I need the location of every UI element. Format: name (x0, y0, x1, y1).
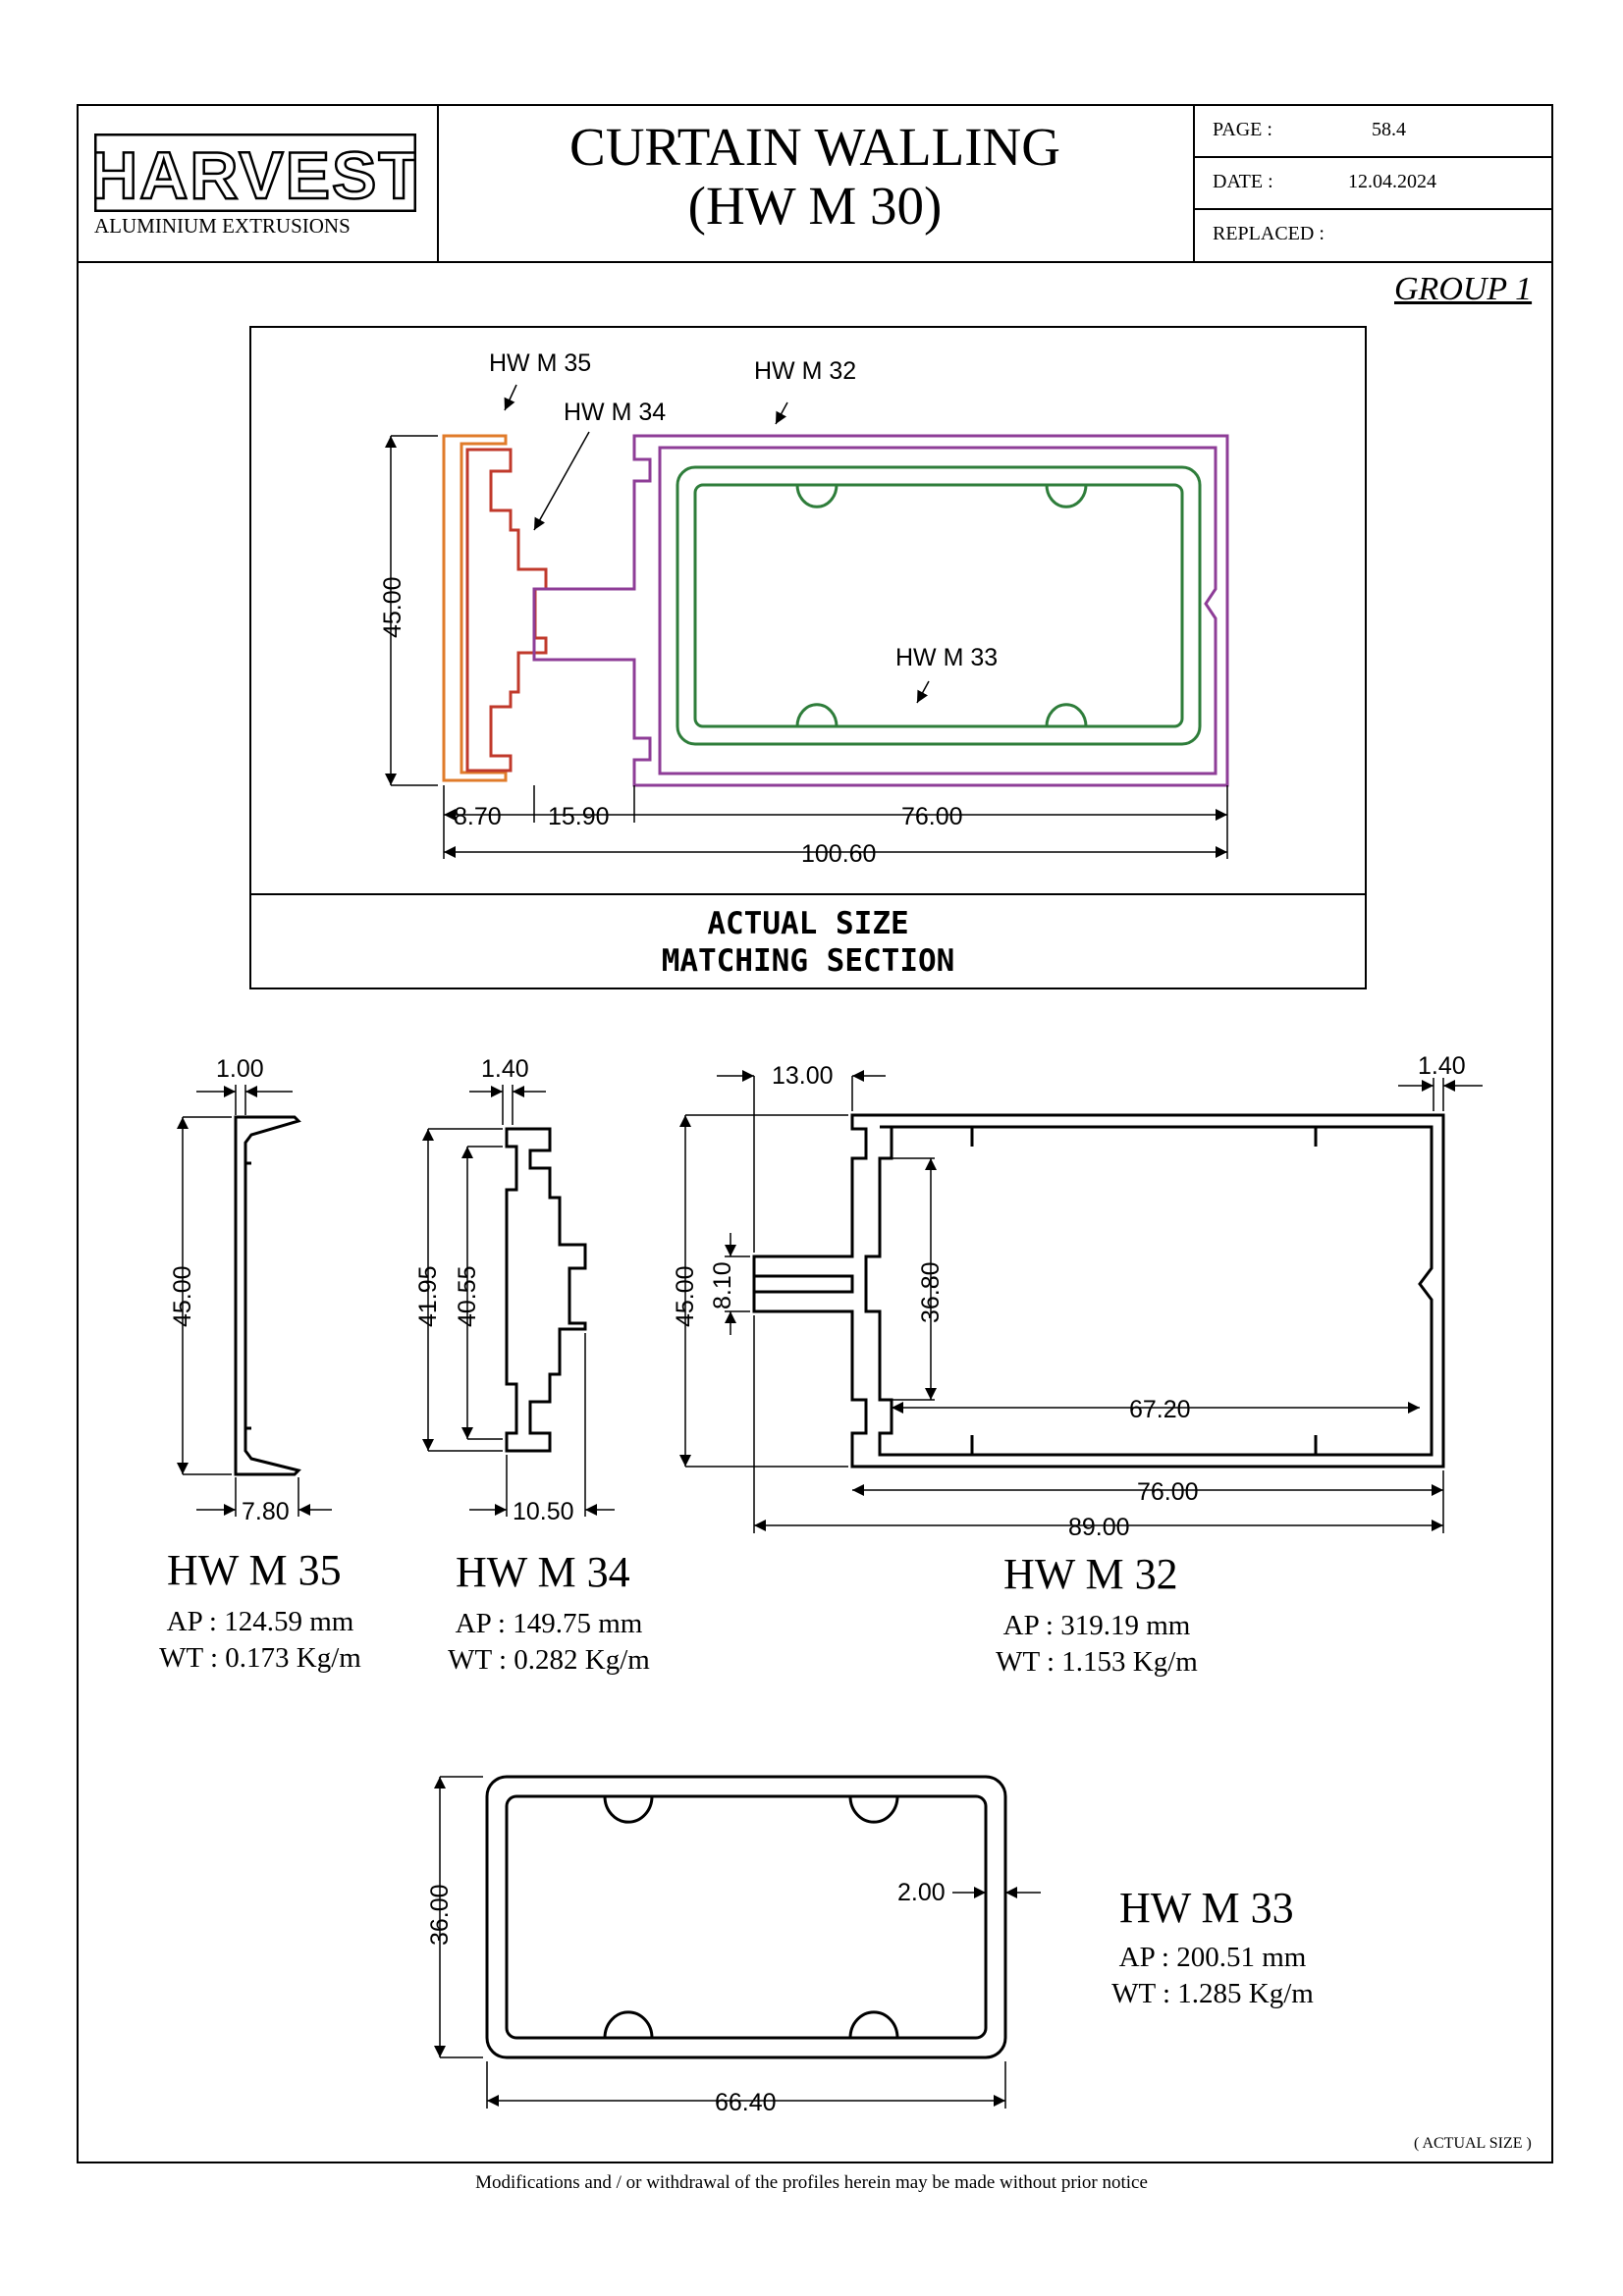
hw-m-33-inner (693, 483, 1184, 728)
title-line-1: CURTAIN WALLING (569, 117, 1060, 177)
hw-m-34-dim-bottom: 10.50 (513, 1498, 574, 1525)
hw-m-34-ap: AP : 149.75 mm (455, 1608, 643, 1639)
callout-hw-m-33: HW M 33 (895, 644, 998, 671)
hw-m-34-wt: WT : 0.282 Kg/m (448, 1644, 650, 1676)
match-height-dim: 45.00 (379, 576, 406, 638)
hw-m-34-dim-top: 1.40 (481, 1055, 529, 1083)
caption-line-2: MATCHING SECTION (661, 943, 955, 979)
match-dim-76-00: 76.00 (901, 803, 963, 830)
matching-assembly (442, 434, 1229, 787)
callout-hw-m-35: HW M 35 (489, 349, 591, 377)
header: HARVEST ALUMINIUM EXTRUSIONS CURTAIN WAL… (77, 104, 1553, 263)
hw-m-32-wt: WT : 1.153 Kg/m (996, 1646, 1198, 1678)
page-frame (77, 104, 1553, 2163)
hw-m-33-outline (676, 465, 1202, 746)
callout-hw-m-34: HW M 34 (564, 399, 666, 426)
matching-section-caption: ACTUAL SIZE MATCHING SECTION (249, 893, 1367, 989)
hw-m-33-dim-width: 66.40 (715, 2089, 777, 2116)
meta-cell: PAGE : 58.4 DATE : 12.04.2024 REPLACED : (1195, 104, 1551, 261)
meta-date: DATE : 12.04.2024 (1195, 156, 1551, 210)
hw-m-33-slots (795, 484, 1088, 727)
hw-m-35-dim-height: 45.00 (169, 1265, 196, 1327)
hw-m-32-inner (658, 446, 1217, 775)
match-dim-15-90: 15.90 (548, 803, 610, 830)
hw-m-32-dim-slot: 8.10 (709, 1261, 736, 1309)
meta-page: PAGE : 58.4 (1195, 104, 1551, 158)
hw-m-35-drawing (234, 1115, 301, 1476)
hw-m-35-outline (442, 434, 508, 782)
meta-replaced: REPLACED : (1213, 223, 1325, 244)
hw-m-35-wt: WT : 0.173 Kg/m (159, 1642, 361, 1674)
hw-m-32-dim-inner-h: 36.80 (917, 1261, 945, 1323)
group-label: GROUP 1 (1394, 271, 1533, 307)
hw-m-33-ap: AP : 200.51 mm (1118, 1942, 1307, 1973)
logo-cell: HARVEST ALUMINIUM EXTRUSIONS (77, 104, 439, 261)
hw-m-32-dim-w2: 89.00 (1068, 1514, 1130, 1541)
hw-m-35-dim-top: 1.00 (216, 1055, 264, 1083)
footer-note: Modifications and / or withdrawal of the… (475, 2172, 1148, 2193)
hw-m-34-drawing (505, 1127, 587, 1453)
callout-hw-m-32: HW M 32 (754, 357, 856, 385)
hw-m-32-name: HW M 32 (1003, 1550, 1178, 1598)
match-dim-8-70: 8.70 (454, 803, 502, 830)
hw-m-32-dim-height: 45.00 (672, 1265, 699, 1327)
hw-m-32-spec: AP : 319.19 mm WT : 1.153 Kg/m (964, 1610, 1229, 1679)
hw-m-33-name: HW M 33 (1119, 1884, 1294, 1932)
hw-m-32-outline (532, 434, 1229, 787)
hw-m-32-dim-w1: 76.00 (1137, 1478, 1199, 1506)
title-line-2: (HW M 30) (687, 176, 943, 236)
hw-m-34-dim-h1: 41.95 (414, 1265, 442, 1327)
hw-m-34-dim-h2: 40.55 (454, 1265, 481, 1327)
hw-m-32-dim-top-right: 1.40 (1418, 1052, 1466, 1080)
hw-m-33-dim-height: 36.00 (426, 1884, 454, 1946)
hw-m-35-spec: AP : 124.59 mm WT : 0.173 Kg/m (128, 1606, 393, 1675)
logo-subtitle: ALUMINIUM EXTRUSIONS (94, 214, 351, 238)
hw-m-33-drawing (485, 1775, 1007, 2059)
hw-m-32-ap: AP : 319.19 mm (1002, 1610, 1191, 1641)
matching-dims (385, 384, 1228, 859)
hw-m-32-drawing (752, 1113, 1445, 1468)
logo-text: HARVEST (94, 138, 416, 212)
hw-m-34-spec: AP : 149.75 mm WT : 0.282 Kg/m (416, 1608, 681, 1677)
hw-m-33-spec: AP : 200.51 mm WT : 1.285 Kg/m (1080, 1942, 1345, 2010)
hw-m-35-name: HW M 35 (167, 1546, 342, 1594)
hw-m-33-wt: WT : 1.285 Kg/m (1111, 1978, 1314, 2009)
harvest-logo: HARVEST (94, 133, 416, 212)
hw-m-34-name: HW M 34 (456, 1548, 630, 1596)
hw-m-35-dim-bottom: 7.80 (242, 1498, 290, 1525)
title-cell: CURTAIN WALLING (HW M 30) (437, 104, 1195, 261)
hw-m-35-ap: AP : 124.59 mm (166, 1606, 354, 1637)
caption-line-1: ACTUAL SIZE (707, 906, 909, 941)
hw-m-32-dim-top-left: 13.00 (772, 1062, 834, 1090)
hw-m-33-dim-wall: 2.00 (897, 1879, 946, 1906)
actual-size-note: ( ACTUAL SIZE ) (1414, 2135, 1532, 2152)
hw-m-32-dim-inner-w: 67.20 (1129, 1396, 1191, 1423)
match-dim-total: 100.60 (801, 840, 876, 868)
